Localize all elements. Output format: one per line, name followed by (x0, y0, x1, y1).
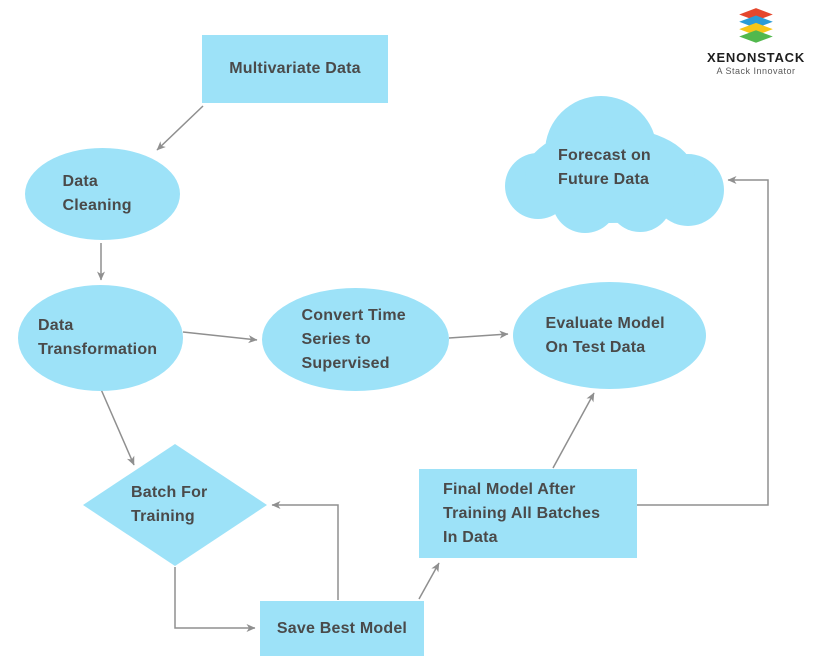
node-save-best-model: Save Best Model (260, 601, 424, 656)
node-convert-time-series-label: Convert Time Series to Supervised (301, 306, 406, 372)
arrow-save-best-model-to-batch (271, 501, 339, 600)
node-batch-for-training-label: Batch For Training (118, 470, 232, 540)
arrow-transformation-to-convert (182, 331, 258, 344)
node-save-best-model-label: Save Best Model (276, 619, 408, 637)
node-multivariate-data-label: Multivariate Data (229, 60, 361, 77)
node-data-cleaning: Data Cleaning (25, 148, 180, 240)
arrow-batch-to-save-best-model (174, 567, 256, 632)
node-evaluate-model-label: Evaluate Model On Test Data (545, 314, 665, 356)
xenonstack-logo-icon (739, 8, 773, 43)
arrow-final-model-to-evaluate (552, 392, 595, 469)
arrow-final-model-to-forecast (637, 176, 769, 506)
xenonstack-logo: XENONSTACK A Stack Innovator (698, 8, 814, 76)
node-evaluate-model: Evaluate Model On Test Data (513, 282, 706, 389)
arrow-multivariate-to-cleaning (156, 105, 204, 151)
node-data-transformation-label: Data Transformation (38, 317, 158, 358)
node-convert-time-series: Convert Time Series to Supervised (262, 288, 449, 391)
arrow-transformation-to-batch (99, 386, 135, 466)
xenonstack-logo-brand-text: XENONSTACK (706, 50, 806, 65)
node-data-transformation: Data Transformation (18, 285, 183, 391)
cloud-shape-forecast (505, 96, 724, 233)
arrow-convert-to-evaluate (448, 330, 509, 339)
arrow-save-best-model-to-final-model (418, 562, 440, 600)
node-data-cleaning-label: Data Cleaning (62, 173, 132, 214)
xenonstack-logo-tagline: A Stack Innovator (716, 66, 796, 76)
node-final-model-label: Final Model After Training All Batches I… (443, 480, 601, 546)
node-forecast-label-text: Forecast on Future Data (558, 147, 651, 188)
node-multivariate-data: Multivariate Data (202, 35, 388, 103)
node-batch-label-text: Batch For Training (131, 484, 208, 525)
diamond-shape-batch-for-training (83, 444, 267, 566)
node-final-model: Final Model After Training All Batches I… (419, 469, 637, 558)
node-forecast-cloud-label: Forecast on Future Data (548, 138, 668, 198)
